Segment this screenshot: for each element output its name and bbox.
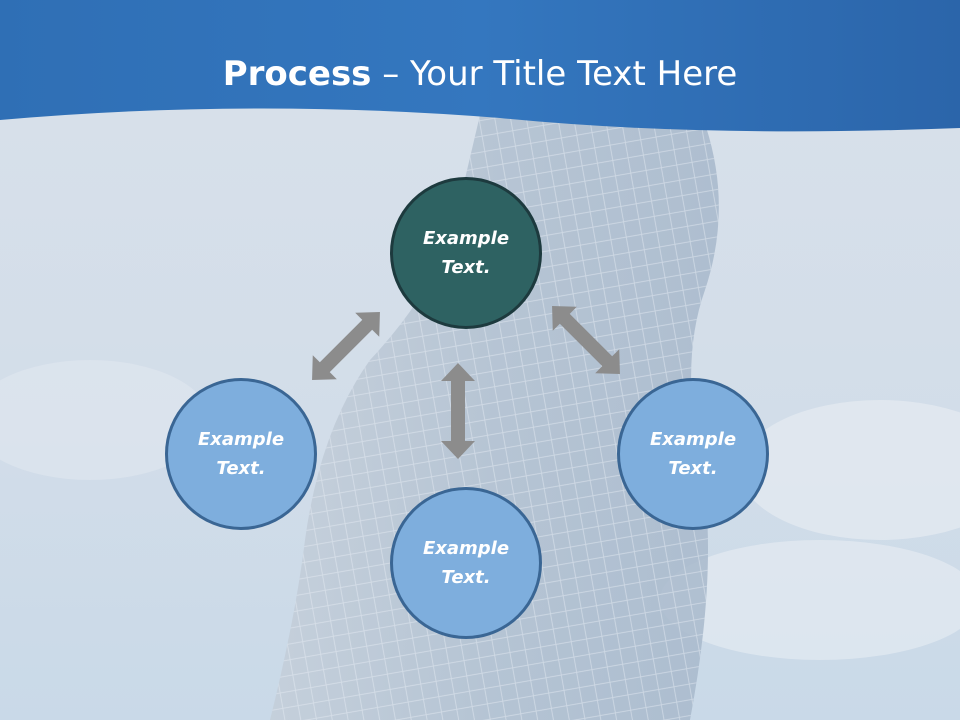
- arrow-up-right: [552, 306, 620, 374]
- arrow-up-left: [312, 312, 380, 380]
- left-node: Example Text.: [165, 378, 317, 530]
- left-node-label: Example Text.: [197, 429, 285, 479]
- arrow-vertical: [441, 363, 475, 459]
- title-rest: – Your Title Text Here: [371, 54, 738, 94]
- bottom-node-label: Example Text.: [422, 538, 510, 588]
- right-node-label: Example Text.: [649, 429, 737, 479]
- bottom-node: Example Text.: [390, 487, 542, 639]
- right-node: Example Text.: [617, 378, 769, 530]
- slide-title: Process – Your Title Text Here: [0, 52, 960, 96]
- title-bold: Process: [222, 54, 372, 94]
- center-node: Example Text.: [390, 177, 542, 329]
- center-node-label: Example Text.: [422, 228, 510, 278]
